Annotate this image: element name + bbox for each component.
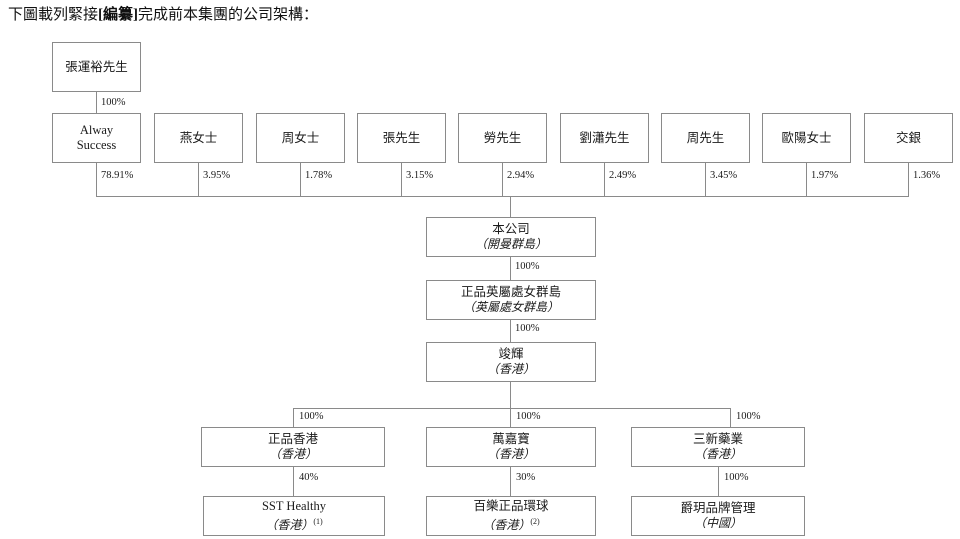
- node-zhang-mr[interactable]: 張先生: [357, 113, 446, 163]
- node-label-line1: 萬嘉寶: [492, 432, 530, 446]
- connector-branch-right-drop: [730, 408, 731, 427]
- connector-zhang-to-alway: [96, 92, 97, 113]
- caption-after: 完成前本集團的公司架構：: [138, 7, 319, 23]
- pct-liu: 2.49%: [609, 170, 637, 181]
- pct-company-to-bvi: 100%: [515, 261, 540, 272]
- connector-alway-drop: [96, 163, 97, 196]
- node-label-line1: Alway: [79, 123, 114, 137]
- node-sanxin-pharma[interactable]: 三新藥業 （香港）: [631, 427, 805, 467]
- node-label-line2: Success: [76, 138, 117, 152]
- pct-junhui-to-zhengpin-hk: 100%: [299, 411, 324, 422]
- node-label-line1: 勞先生: [483, 130, 522, 145]
- node-baile-zhengpin-global[interactable]: 百樂正品環球 （香港）(2): [426, 496, 596, 536]
- node-label-line2: （英屬處女群島）: [462, 300, 559, 314]
- node-zhou-mr[interactable]: 周先生: [661, 113, 750, 163]
- node-liu-xiao-mr[interactable]: 劉瀟先生: [560, 113, 649, 163]
- node-label-line1: 爵玥品牌管理: [680, 501, 756, 515]
- node-label-line2: （香港）: [265, 518, 314, 532]
- node-jueyue-brand-management[interactable]: 爵玥品牌管理 （中國）: [631, 496, 805, 536]
- connector-branch-mid-drop: [510, 408, 511, 427]
- connector-lao-drop: [502, 163, 503, 196]
- node-zhengpin-bvi[interactable]: 正品英屬處女群島 （英屬處女群島）: [426, 280, 596, 320]
- node-lao-mr[interactable]: 勞先生: [458, 113, 547, 163]
- node-label-line1: 燕女士: [179, 130, 218, 145]
- node-label-line2: （開曼群島）: [474, 237, 547, 251]
- node-sst-healthy[interactable]: SST Healthy （香港）(1): [203, 496, 385, 536]
- connector-bus-to-company: [510, 196, 511, 217]
- connector-zhou-ms-drop: [300, 163, 301, 196]
- node-label-line2: （香港）: [482, 518, 531, 532]
- pct-zhou-ms: 1.78%: [305, 170, 333, 181]
- pct-zhang-to-alway: 100%: [101, 97, 126, 108]
- node-label-line2: （香港）: [486, 447, 535, 461]
- pct-yan: 3.95%: [203, 170, 231, 181]
- connector-zhengpin-to-sst: [293, 467, 294, 496]
- connector-branch-left-drop: [293, 408, 294, 427]
- connector-jiaoyin-drop: [908, 163, 909, 196]
- pct-wanjiabao-to-baile: 30%: [516, 472, 536, 483]
- node-label-line1: 正品香港: [267, 432, 318, 446]
- node-label-line1: 周先生: [686, 130, 725, 145]
- node-zhou-ms[interactable]: 周女士: [256, 113, 345, 163]
- connector-company-to-bvi: [510, 257, 511, 280]
- connector-bvi-to-junhui: [510, 320, 511, 342]
- page-title: 下圖載列緊接[編纂]完成前本集團的公司架構：: [8, 5, 318, 25]
- node-label-line2: （中國）: [693, 516, 742, 530]
- pct-alway: 78.91%: [101, 170, 134, 181]
- caption-bold-editorial-tag: [編纂]: [98, 7, 139, 23]
- node-the-company[interactable]: 本公司 （開曼群島）: [426, 217, 596, 257]
- connector-yan-drop: [198, 163, 199, 196]
- connector-junhui-branch-bus: [293, 408, 730, 409]
- node-label-line1: 三新藥業: [692, 432, 743, 446]
- node-label-line1: 百樂正品環球: [473, 499, 549, 513]
- node-wanjiabao[interactable]: 萬嘉寶 （香港）: [426, 427, 596, 467]
- node-yan-ms[interactable]: 燕女士: [154, 113, 243, 163]
- node-ouyang-ms[interactable]: 歐陽女士: [762, 113, 851, 163]
- connector-liu-drop: [604, 163, 605, 196]
- pct-zhou-mr: 3.45%: [710, 170, 738, 181]
- pct-bvi-to-junhui: 100%: [515, 323, 540, 334]
- connector-sanxin-to-jueyue: [718, 467, 719, 496]
- connector-wanjiabao-to-baile: [510, 467, 511, 496]
- footnote-ref-1: (1): [313, 517, 323, 526]
- pct-ouyang: 1.97%: [811, 170, 839, 181]
- node-label-line1: 歐陽女士: [781, 130, 832, 145]
- node-label-line1: 竣輝: [498, 347, 524, 361]
- node-label-line1: 本公司: [492, 222, 530, 236]
- pct-junhui-to-wanjiabao: 100%: [516, 411, 541, 422]
- node-label-line2: （香港）: [486, 362, 535, 376]
- node-label-line1: 周女士: [281, 130, 320, 145]
- node-label-line1: SST Healthy: [261, 499, 326, 513]
- node-label-line1: 正品英屬處女群島: [460, 285, 561, 299]
- node-label-line2: （香港）: [693, 447, 742, 461]
- node-label-line2-wrap: （香港）(2): [482, 514, 539, 533]
- node-junhui[interactable]: 竣輝 （香港）: [426, 342, 596, 382]
- connector-ouyang-drop: [806, 163, 807, 196]
- node-label-line1: 張先生: [382, 130, 421, 145]
- node-zhang-yun-yu[interactable]: 張運裕先生: [52, 42, 141, 92]
- pct-lao: 2.94%: [507, 170, 535, 181]
- node-alway-success[interactable]: Alway Success: [52, 113, 141, 163]
- connector-zhou-mr-drop: [705, 163, 706, 196]
- connector-zhang-mr-drop: [401, 163, 402, 196]
- pct-zhang-mr: 3.15%: [406, 170, 434, 181]
- node-label-line2-wrap: （香港）(1): [265, 514, 322, 533]
- node-label-line2: （香港）: [268, 447, 317, 461]
- node-label-line1: 劉瀟先生: [579, 130, 630, 145]
- caption-before: 下圖載列緊接: [8, 7, 99, 23]
- footnote-ref-2: (2): [530, 517, 540, 526]
- node-zhengpin-hong-kong[interactable]: 正品香港 （香港）: [201, 427, 385, 467]
- node-label-line1: 張運裕先生: [65, 59, 128, 74]
- pct-zhengpin-to-sst: 40%: [299, 472, 319, 483]
- connector-junhui-down: [510, 382, 511, 408]
- pct-junhui-to-sanxin: 100%: [736, 411, 761, 422]
- node-jiaoyin[interactable]: 交銀: [864, 113, 953, 163]
- connector-shareholder-bus: [96, 196, 909, 197]
- pct-sanxin-to-jueyue: 100%: [724, 472, 749, 483]
- pct-jiaoyin: 1.36%: [913, 170, 941, 181]
- node-label-line1: 交銀: [895, 130, 921, 145]
